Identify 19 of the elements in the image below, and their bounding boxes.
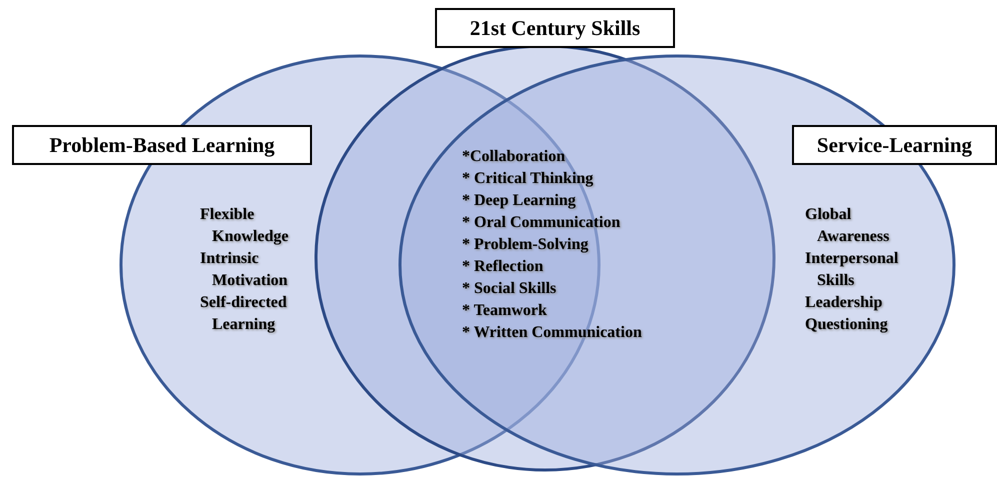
list-item-text: * Reflection xyxy=(462,257,544,277)
title-box: Service-Learning xyxy=(792,125,997,165)
list-item-text: Flexible Knowledge xyxy=(200,205,290,247)
list-item-text: * Social Skills xyxy=(462,279,558,299)
list-item-text: Interpersonal Skills xyxy=(805,249,900,291)
list-item-text: Leadership xyxy=(805,293,884,313)
list-item-text: * Deep Learning xyxy=(462,191,577,211)
list-item-text: Global Awareness xyxy=(805,205,890,247)
list-item-text: * Written Communication xyxy=(462,323,642,343)
list-item-text: *Collaboration xyxy=(462,147,566,167)
list-item-text: * Critical Thinking xyxy=(462,169,594,189)
title-box: Problem-Based Learning xyxy=(12,125,312,165)
list-item-text: * Oral Communication xyxy=(462,213,622,233)
title-box: 21st Century Skills xyxy=(435,8,675,48)
list-item-text: * Problem-Solving xyxy=(462,235,590,255)
list-item-text: Intrinsic Motivation xyxy=(200,249,289,291)
list-item-text: Questioning xyxy=(805,315,889,335)
list-item-text: Self-directed Learning xyxy=(200,293,288,335)
list-item-text: * Teamwork xyxy=(462,301,548,321)
